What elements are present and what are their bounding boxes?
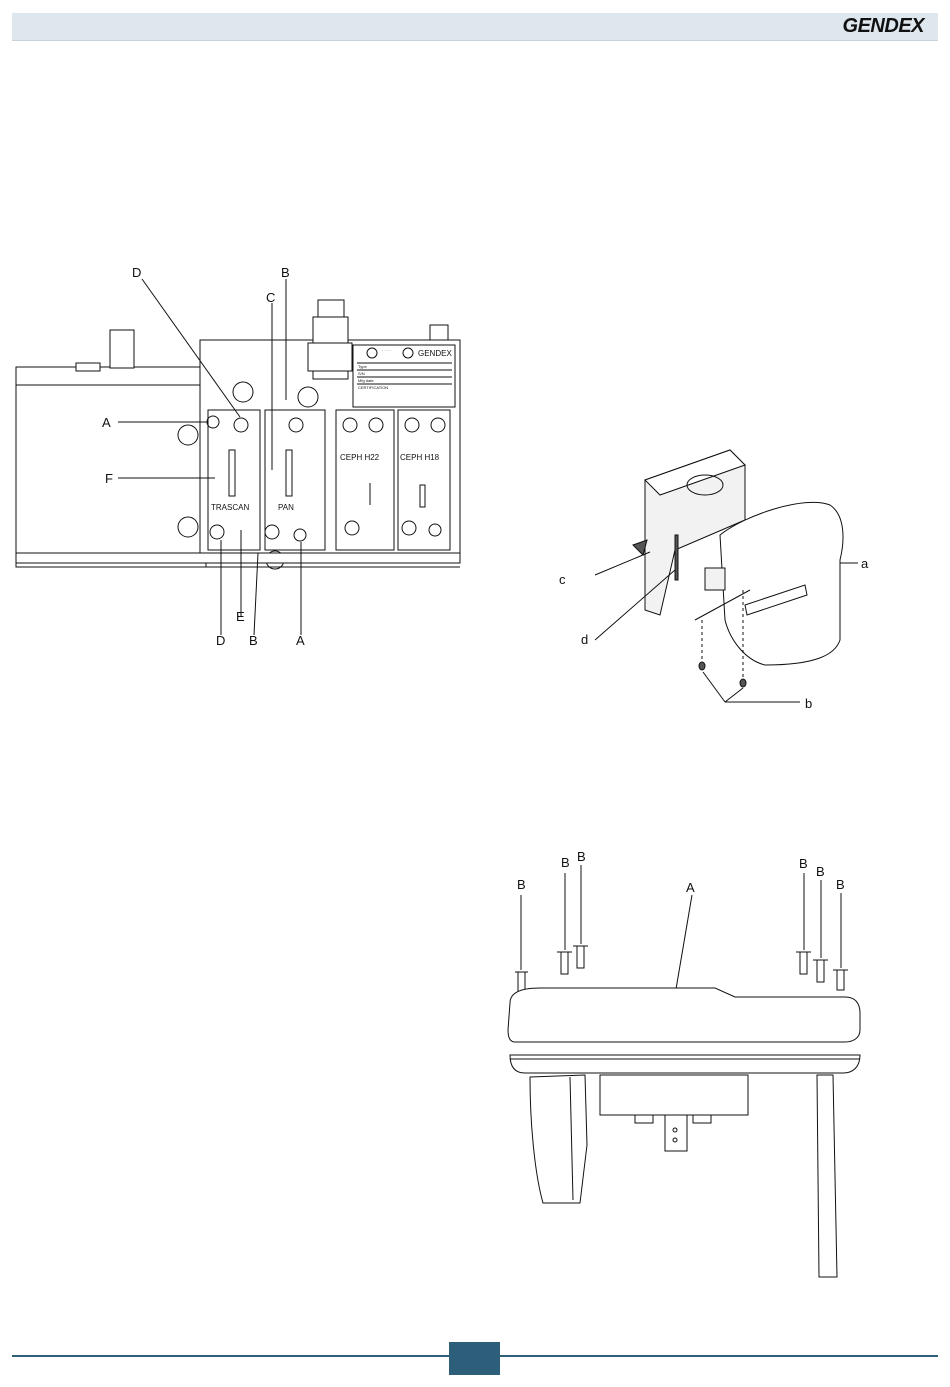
figure-sensor-holder: · · · · GENDEX Type S/N Mfg date CERTIFI… [10,255,480,655]
callout-c-lower: c [559,572,566,587]
nameplate-line-type: Type [358,364,367,369]
figure-sensor-cover: a b c d [555,440,885,720]
callout-b-3: B [577,849,586,864]
brand-logo: GENDEX [843,15,924,38]
nameplate-small-text-1: · · · · [382,348,391,353]
callout-e: E [236,609,245,624]
figure-top-cover: B B B B B B A [495,845,875,1285]
callout-a-cover: A [686,880,695,895]
callout-b-top: B [281,265,290,280]
callout-b-4: B [799,856,808,871]
callout-b-5: B [816,864,825,879]
callout-b-1: B [517,877,526,892]
nameplate-line-date: Mfg date [358,378,374,383]
callout-d-lower: d [581,632,588,647]
callout-c: C [266,290,275,305]
slot-label-pan: PAN [278,503,294,512]
callout-a-bottom: A [296,633,305,648]
callout-b-bottom: B [249,633,258,648]
callout-b-6: B [836,877,845,892]
callout-d-top: D [132,265,141,280]
callout-a-lower: a [861,556,869,571]
callout-b-2: B [561,855,570,870]
callout-a-left: A [102,415,111,430]
nameplate-brand: GENDEX [418,349,452,358]
nameplate-line-sn: S/N [358,371,365,376]
figure-sensor-holder-drawing: · · · · GENDEX Type S/N Mfg date CERTIFI… [10,255,480,655]
figure-top-cover-drawing: B B B B B B A [495,845,875,1285]
page-header: GENDEX [12,13,938,41]
callout-f: F [105,471,113,486]
slot-label-trascan: TRASCAN [211,503,249,512]
nameplate-line-cert: CERTIFICATION [358,385,388,390]
callout-d-bottom: D [216,633,225,648]
page-number-tab [449,1342,500,1375]
figure-sensor-cover-drawing: a b c d [555,440,885,720]
slot-label-ceph-h22: CEPH H22 [340,453,380,462]
slot-label-ceph-h18: CEPH H18 [400,453,440,462]
callout-b-lower: b [805,696,812,711]
